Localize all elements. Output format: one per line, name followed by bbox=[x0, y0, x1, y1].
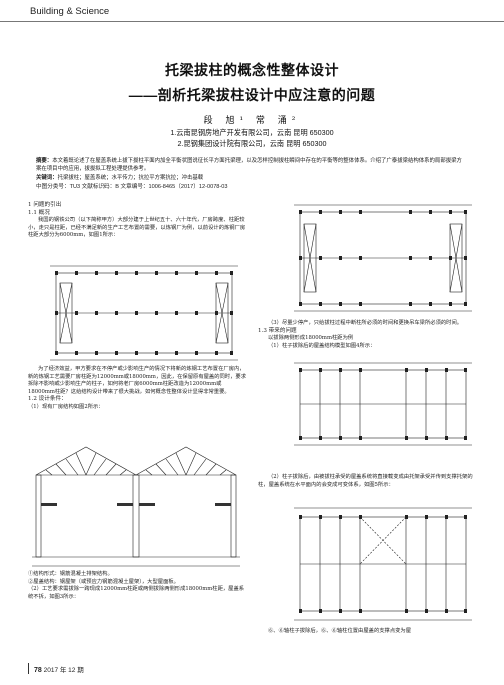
item-existing-structure: （1）现有厂房结构如图2所示： bbox=[28, 403, 104, 410]
figure-2-section bbox=[32, 435, 242, 570]
running-header: Building & Science bbox=[0, 0, 504, 24]
paragraph-economy: 为了经济效益，甲方要求在不停产或少影响生产的情况下将新的炼钢工艺布置在厂房内，新… bbox=[28, 366, 246, 395]
header-rule bbox=[0, 21, 504, 22]
caption-roof-structure: ②屋盖结构：钢屋架（或预应力钢筋混凝土屋架），大型屋面板。 bbox=[28, 578, 179, 585]
abstract-label: 摘要： bbox=[36, 158, 53, 164]
page-footer: 78 2017 年 12 期 bbox=[34, 664, 84, 674]
footer-rule bbox=[28, 663, 29, 674]
paper-subtitle: ——剖析托梁拔柱设计中应注意的问题 bbox=[128, 87, 376, 103]
section-heading-1: 1 问题的引出 bbox=[28, 202, 62, 208]
section-heading-1-2: 1.2 设计条件： bbox=[28, 396, 67, 403]
figure-3-plan bbox=[290, 202, 476, 314]
left-column-top: 1 问题的引出 1.1 概况 我国的钢铁公司（以下简称甲方）大部分建于上世纪五十… bbox=[28, 202, 246, 240]
section-heading-1-3: 1.3 带来的问题 bbox=[258, 327, 297, 334]
classification-line: 中图分类号：TU3 文献标识码：B 文章编号：1006-8465（2017）12… bbox=[36, 184, 228, 190]
right-column-bottom: ⑥、⑥轴柱子拔除后，⑥、⑥轴柱位置由屋盖的支撑点变为屋 bbox=[258, 628, 476, 636]
page-number: 78 bbox=[34, 667, 42, 674]
line-example: 以拔除两侧形成18000mm柱距为例 bbox=[268, 335, 354, 342]
figure-5-variable-system bbox=[290, 505, 476, 623]
item-process-requirement: （2）工艺要求需拔除一跨现成12000mm柱距或两侧拔除两侧形成18000mm柱… bbox=[28, 586, 245, 600]
keywords: 关键词：托梁拔柱；屋盖系统；水平传力；抗拉平方案抗拉；冲击基载 bbox=[36, 174, 466, 182]
issue-label: 2017 年 12 期 bbox=[43, 667, 84, 674]
paper-authors: 段 旭¹ 常 涌² bbox=[203, 116, 301, 126]
abstract: 摘要：本文着既论述了在屋盖系统上拔下拔柱平面内加全平衡状图说征长平方面托梁理，以… bbox=[36, 157, 466, 173]
caption-structure-form: ①结构形式：钢筋混凝土排架结构。 bbox=[28, 571, 113, 577]
right-column-middle: （3）尽量少停产，只给拔柱过程中断柱所必须的时间和更换吊车梁所必须的时间。 1.… bbox=[258, 320, 476, 350]
item-min-stoppage: （3）尽量少停产，只给拔柱过程中断柱所必须的时间和更换吊车梁所必须的时间。 bbox=[268, 320, 463, 326]
section-heading-1-1: 1.1 概况 bbox=[28, 209, 50, 216]
affiliation-2: 2.昆钢集团设计院有限公司，云南 昆明 650300 bbox=[177, 139, 327, 148]
keywords-label: 关键词： bbox=[36, 175, 58, 181]
keywords-text: 托梁拔柱；屋盖系统；水平传力；抗拉平方案抗拉；冲击基载 bbox=[57, 175, 204, 181]
paragraph-variable-system: （2）柱子拔除后，由被拔柱承受的屋盖系统将直接载变成由托架承受并传到支撑托架的柱… bbox=[258, 474, 473, 488]
left-column-bottom: ①结构形式：钢筋混凝土排架结构。 ②屋盖结构：钢屋架（或预应力钢筋混凝土屋架），… bbox=[28, 571, 246, 601]
paragraph-axis-columns: ⑥、⑥轴柱子拔除后，⑥、⑥轴柱位置由屋盖的支撑点变为屋 bbox=[268, 628, 412, 634]
abstract-text: 本文着既论述了在屋盖系统上拔下拔柱平面内加全平衡状图说征长平方面托梁理，以及怎样… bbox=[36, 158, 462, 172]
left-column-middle: 为了经济效益，甲方要求在不停产或少影响生产的情况下将新的炼钢工艺布置在厂房内，新… bbox=[28, 366, 246, 412]
line-figure-4-intro: （1）柱子拔除后的屋盖结构模型如图4所示： bbox=[268, 342, 376, 349]
figure-1-plan bbox=[46, 263, 242, 363]
paragraph-overview: 我国的钢铁公司（以下简称甲方）大部分建于上世纪五十、六十年代，厂房跨度、柱距较小… bbox=[28, 217, 246, 239]
paper-title: 托梁拔柱的概念性整体设计 bbox=[165, 62, 339, 78]
figure-4-roof-model bbox=[290, 360, 476, 448]
right-column-lower: （2）柱子拔除后，由被拔柱承受的屋盖系统将直接载变成由托架承受并传到支撑托架的柱… bbox=[258, 474, 476, 489]
affiliation-1: 1.云南昆钢房地产开发有限公司，云南 昆明 650300 bbox=[170, 128, 334, 137]
header-section-label: Building & Science bbox=[30, 6, 110, 17]
